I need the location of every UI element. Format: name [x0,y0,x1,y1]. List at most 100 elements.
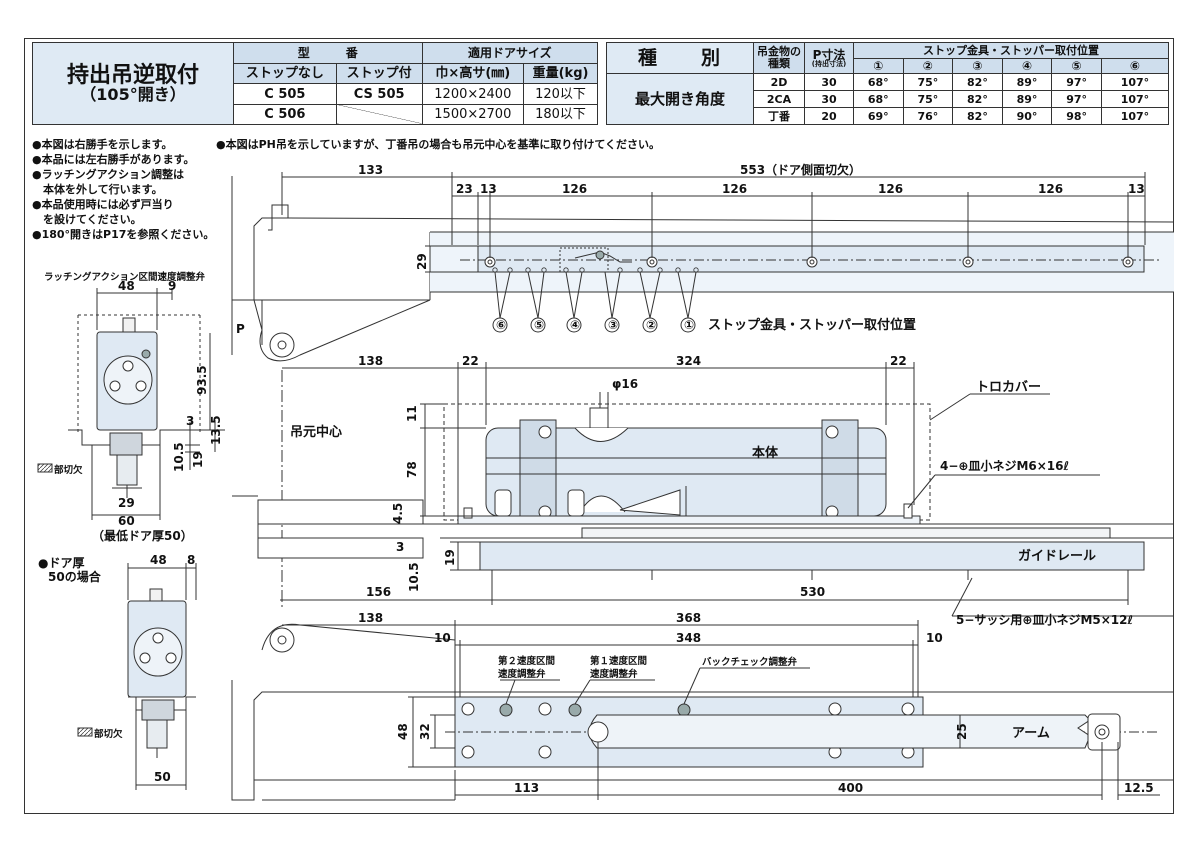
dim-553: 553（ドア側面切欠） [740,162,861,177]
circle-1: ① [684,318,694,332]
cell-weight-2: 180以下 [523,103,598,126]
dim-3b: 3 [396,540,404,554]
h-weight: 重量(kg) [523,63,598,85]
note-6: を設けてください。 [32,213,142,226]
note-2: ●本品には左右勝手があります。 [32,153,195,166]
h-p-sub: (持出寸法) [811,59,847,68]
cell-stop-2 [335,103,423,126]
dim-29: 29 [415,253,429,270]
h-model: 型 番 [233,41,423,65]
v-3-2: 76° [902,107,954,125]
dim-126a: 126 [562,182,587,196]
speed2-label-b: 速度調整弁 [498,668,546,680]
dim-530: 530 [800,585,825,599]
dim-s29: 29 [118,496,135,510]
h-max: 最大開き角度 [606,73,754,125]
top-view [231,172,1175,362]
cutout-label: 部切欠 [54,464,83,476]
guide-label: ガイドレール [1018,549,1096,564]
dim-138b: 138 [358,611,383,625]
angle-table: 種 別 吊金物の種類 P寸法 (持出寸法) ストップ金具・ストッパー取付位置 ①… [606,42,1170,125]
dim-s13-5: 13.5 [209,415,223,445]
dim-11: 11 [405,405,419,422]
dim-48b: 48 [396,723,410,740]
dim-126b: 126 [722,182,747,196]
dim-23: 23 [456,182,473,196]
door50-label-a: ●ドア厚 [38,556,84,570]
v-3-4: 90° [1001,107,1053,125]
pivot-center-label: 吊元中心 [290,424,342,440]
note-5: ●本品使用時には必ず戸当り [32,198,174,211]
note-3: ●ラッチングアクション調整は [32,168,185,181]
min-door-label: （最低ドア厚50） [92,528,193,543]
arm-label: アーム [1012,726,1050,741]
note-7: ●180°開きはP17を参照ください。 [32,228,215,241]
cutout2-label: 部切欠 [94,728,123,740]
circle-5: ⑤ [534,318,544,332]
dim-t8: 8 [187,553,195,567]
v-3-3: 82° [952,107,1003,125]
speed1-label-a: 第１速度区間 [590,655,647,667]
dim-s9: 9 [168,279,176,293]
dim-t48: 48 [150,553,167,567]
note-top: ●本図はPH吊を示していますが、丁番吊の場合も吊元中心を基準に取り付けてください… [216,138,660,151]
speed2-label-a: 第２速度区間 [498,655,555,667]
notes-left: ●本図は右勝手を示します。 ●本品には左右勝手があります。 ●ラッチングアクショ… [32,137,214,242]
screw-m5-label: 5−サッシ用⊕皿小ネジM5×12ℓ [956,612,1133,627]
dim-4-5: 4.5 [391,503,405,524]
p-3: 20 [804,107,854,125]
circle-3: ③ [608,318,618,332]
dim-10b: 10 [926,631,943,645]
col-6: ⑥ [1100,58,1170,74]
latch-valve-label: ラッチングアクション区間速度調整弁 [44,271,206,283]
cover-label: トロカバー [976,380,1041,395]
h-p-label: P寸法 [812,47,846,62]
dim-22a: 22 [462,354,479,368]
h-hinge: 吊金物の種類 [753,42,805,74]
p-label: P [236,322,245,336]
speed1-label-b: 速度調整弁 [590,668,638,680]
col-2: ② [902,58,954,74]
h-nostop: ストップなし [233,63,337,85]
dim-s10-5: 10.5 [172,442,186,472]
dim-32: 32 [418,723,432,740]
dim-10a: 10 [434,631,451,645]
dim-12-5: 12.5 [1124,781,1154,795]
note-4: 本体を外して行います。 [32,183,163,196]
body-label: 本体 [752,445,779,461]
door50-label-b: 50の場合 [48,569,102,584]
title-sub: （105°開き） [80,84,186,104]
v-3-6: 107° [1100,107,1170,125]
dim-10-5b: 10.5 [407,562,421,592]
title-main: 持出吊逆取付 [66,62,199,88]
dim-s3: 3 [186,414,194,428]
dim-19b: 19 [443,549,457,566]
dim-126c: 126 [878,182,903,196]
side-view-1 [37,288,225,520]
circle-4: ④ [570,318,580,332]
dim-13a: 13 [480,182,497,196]
dim-324: 324 [676,354,701,368]
backcheck-label: バックチェック調整弁 [702,656,798,668]
h-p: P寸法 (持出寸法) [804,42,854,74]
dim-25: 25 [955,723,969,740]
cell-size-2: 1500×2700 [421,103,525,126]
dim-s93-5: 93.5 [195,365,209,395]
dim-113: 113 [514,781,539,795]
dim-78: 78 [405,461,419,478]
circle-2: ② [646,318,656,332]
dim-348: 348 [676,631,701,645]
side-view-2 [77,563,197,790]
note-1: ●本図は右勝手を示します。 [32,138,173,151]
title-cell: 持出吊逆取付 （105°開き） [32,42,234,125]
h-door: 適用ドアサイズ [421,41,599,65]
dim-133: 133 [358,163,383,177]
dim-s60: 60 [118,514,135,528]
dim-156: 156 [366,585,391,599]
screw-m6-label: 4−⊕皿小ネジM6×16ℓ [940,458,1069,473]
dim-126d: 126 [1038,182,1063,196]
dim-t50: 50 [154,770,171,784]
arm-view [231,620,1174,801]
phi16-label: φ16 [612,377,638,391]
